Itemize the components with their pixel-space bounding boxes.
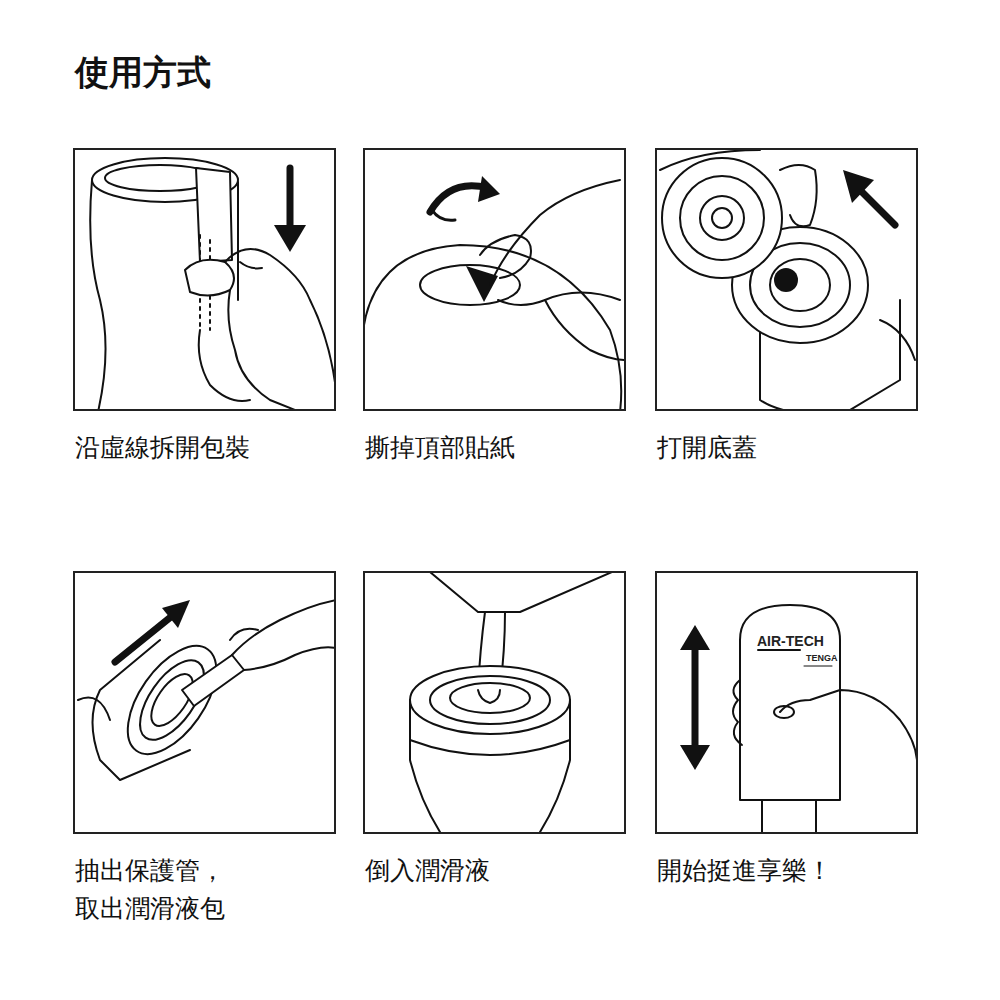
step-panel: 撕掉頂部貼紙	[363, 148, 626, 411]
step-panel: 倒入潤滑液	[363, 571, 626, 834]
step-five-art	[410, 573, 612, 832]
step-caption: 撕掉頂部貼紙	[365, 429, 515, 467]
product-logo: TENGA	[806, 653, 838, 663]
step-caption: 沿虛線拆開包裝	[75, 429, 250, 467]
step-caption: 抽出保護管， 取出潤滑液包	[75, 852, 250, 928]
step-caption: 倒入潤滑液	[365, 852, 490, 890]
step-one-art	[90, 158, 334, 409]
step-panel: 開始挺進享樂！	[655, 571, 918, 834]
step-caption: 開始挺進享樂！	[657, 852, 832, 890]
step-two-art	[364, 176, 624, 409]
step-caption: 打開底蓋	[657, 429, 757, 467]
product-logo: AIR-TECH	[757, 633, 824, 649]
step-panel: 沿虛線拆開包裝	[73, 148, 336, 411]
step-six-art	[680, 605, 916, 832]
step-panel: 打開底蓋	[655, 148, 918, 411]
step-three-art	[660, 150, 915, 409]
step-panel: 抽出保護管， 取出潤滑液包	[73, 571, 336, 834]
page-title: 使用方式	[75, 50, 211, 96]
step-four-art	[78, 600, 334, 780]
